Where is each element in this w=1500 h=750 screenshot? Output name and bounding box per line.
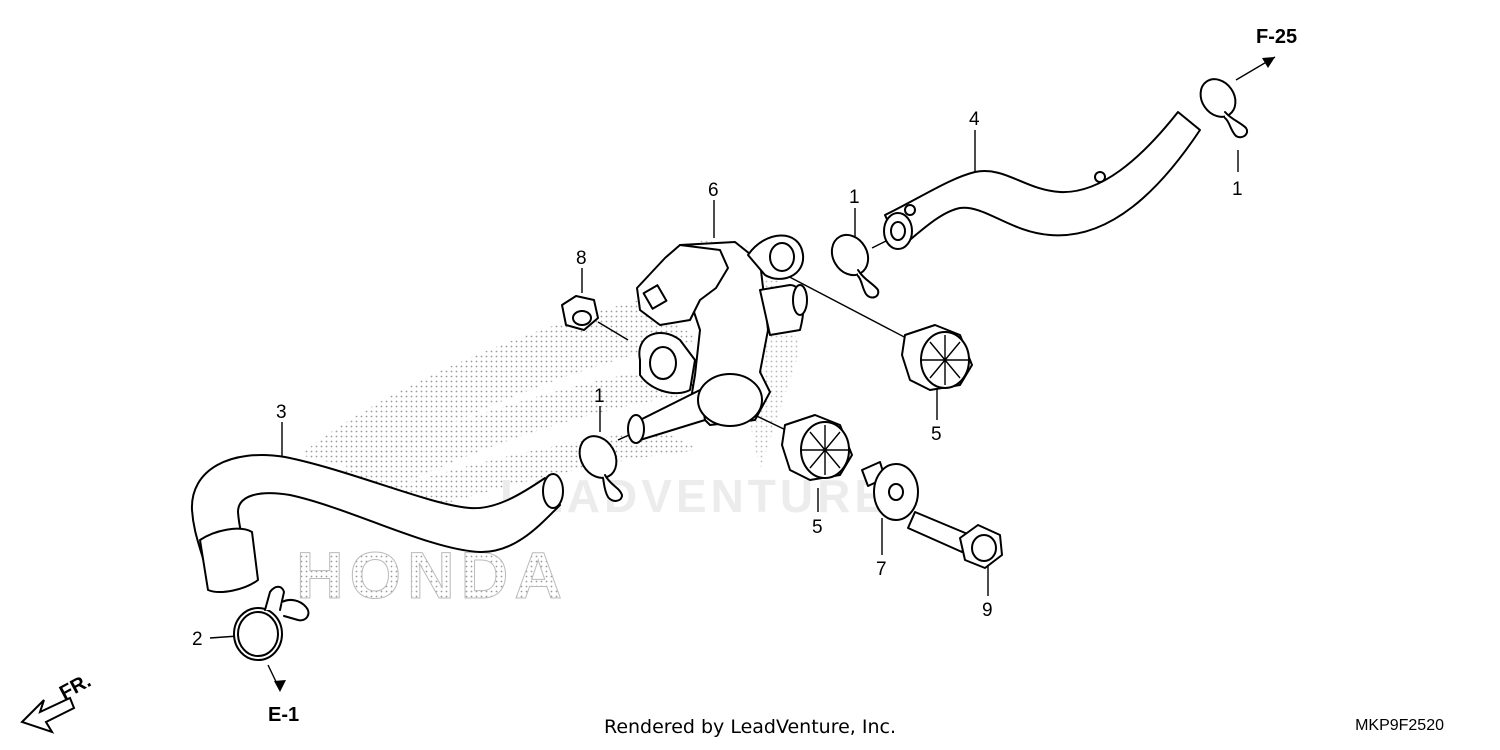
clamp-part-1-top-right[interactable] xyxy=(1193,72,1248,139)
callout-4[interactable]: 4 xyxy=(969,109,980,130)
hose-lower-part-3[interactable] xyxy=(190,454,564,593)
callout-6[interactable]: 6 xyxy=(708,180,719,201)
callout-9[interactable]: 9 xyxy=(982,600,993,621)
callout-1-mid[interactable]: 1 xyxy=(849,187,860,208)
reference-e1[interactable]: E-1 xyxy=(268,704,299,726)
callout-8[interactable]: 8 xyxy=(576,248,587,269)
callout-5-center[interactable]: 5 xyxy=(812,517,823,538)
callout-7[interactable]: 7 xyxy=(876,559,887,580)
reference-f25[interactable]: F-25 xyxy=(1256,26,1297,48)
collar-part-7[interactable] xyxy=(861,461,919,521)
valve-body-part-6[interactable] xyxy=(627,234,808,444)
grommet-part-5-center[interactable] xyxy=(781,414,853,481)
f25-arrow-icon xyxy=(1262,57,1275,68)
callout-1-top-right[interactable]: 1 xyxy=(1232,179,1243,200)
bolt-part-9[interactable] xyxy=(907,511,1003,569)
e1-arrow-icon xyxy=(274,680,286,692)
callout-2[interactable]: 2 xyxy=(192,629,203,650)
hose-upper-part-4[interactable] xyxy=(883,111,1201,250)
front-direction-label: FR. xyxy=(56,670,95,705)
nut-part-8[interactable] xyxy=(561,295,599,331)
callout-3[interactable]: 3 xyxy=(276,402,287,423)
diagram-code: MKP9F2520 xyxy=(1355,717,1444,734)
clamp-part-2[interactable] xyxy=(233,585,310,661)
grommet-part-5-right[interactable] xyxy=(901,324,973,391)
rendered-by-credit: Rendered by LeadVenture, Inc. xyxy=(603,716,897,738)
clamp-part-1-mid[interactable] xyxy=(825,228,880,299)
callout-5-right[interactable]: 5 xyxy=(931,424,942,445)
front-direction-arrow-icon xyxy=(20,696,76,734)
callout-1-left[interactable]: 1 xyxy=(594,386,605,407)
clamp-part-1-left[interactable] xyxy=(572,429,623,502)
honda-wordmark-watermark: HONDA xyxy=(296,538,568,612)
